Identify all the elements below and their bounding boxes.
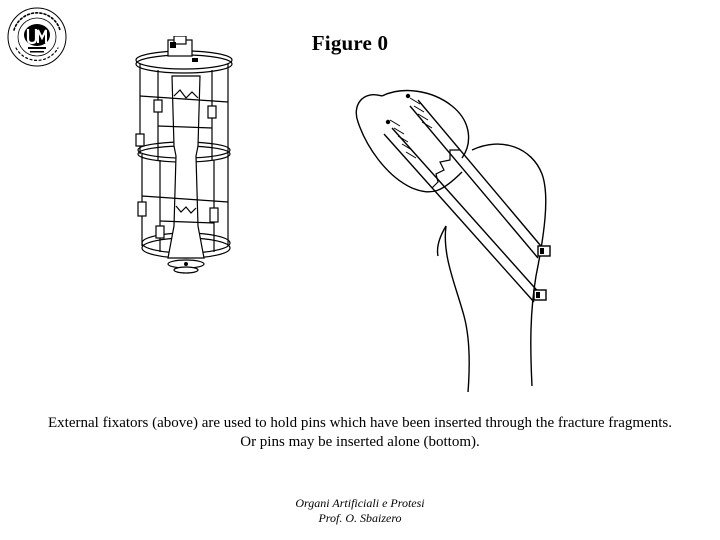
course-name: Organi Artificiali e Protesi xyxy=(295,496,425,510)
university-seal-logo xyxy=(7,7,67,67)
caption-line-1: External fixators (above) are used to ho… xyxy=(48,415,672,431)
page-title: Figure 0 xyxy=(0,31,720,56)
figure-title-text: Figure 0 xyxy=(311,31,389,55)
professor-name: Prof. O. Sbaizero xyxy=(318,511,402,525)
femur-pins-illustration xyxy=(355,89,551,393)
figure-caption: External fixators (above) are used to ho… xyxy=(0,414,720,452)
caption-line-2: Or pins may be inserted alone (bottom). xyxy=(240,434,480,450)
external-fixator-illustration xyxy=(135,36,233,274)
page-footer: Organi Artificiali e Protesi Prof. O. Sb… xyxy=(0,496,720,526)
